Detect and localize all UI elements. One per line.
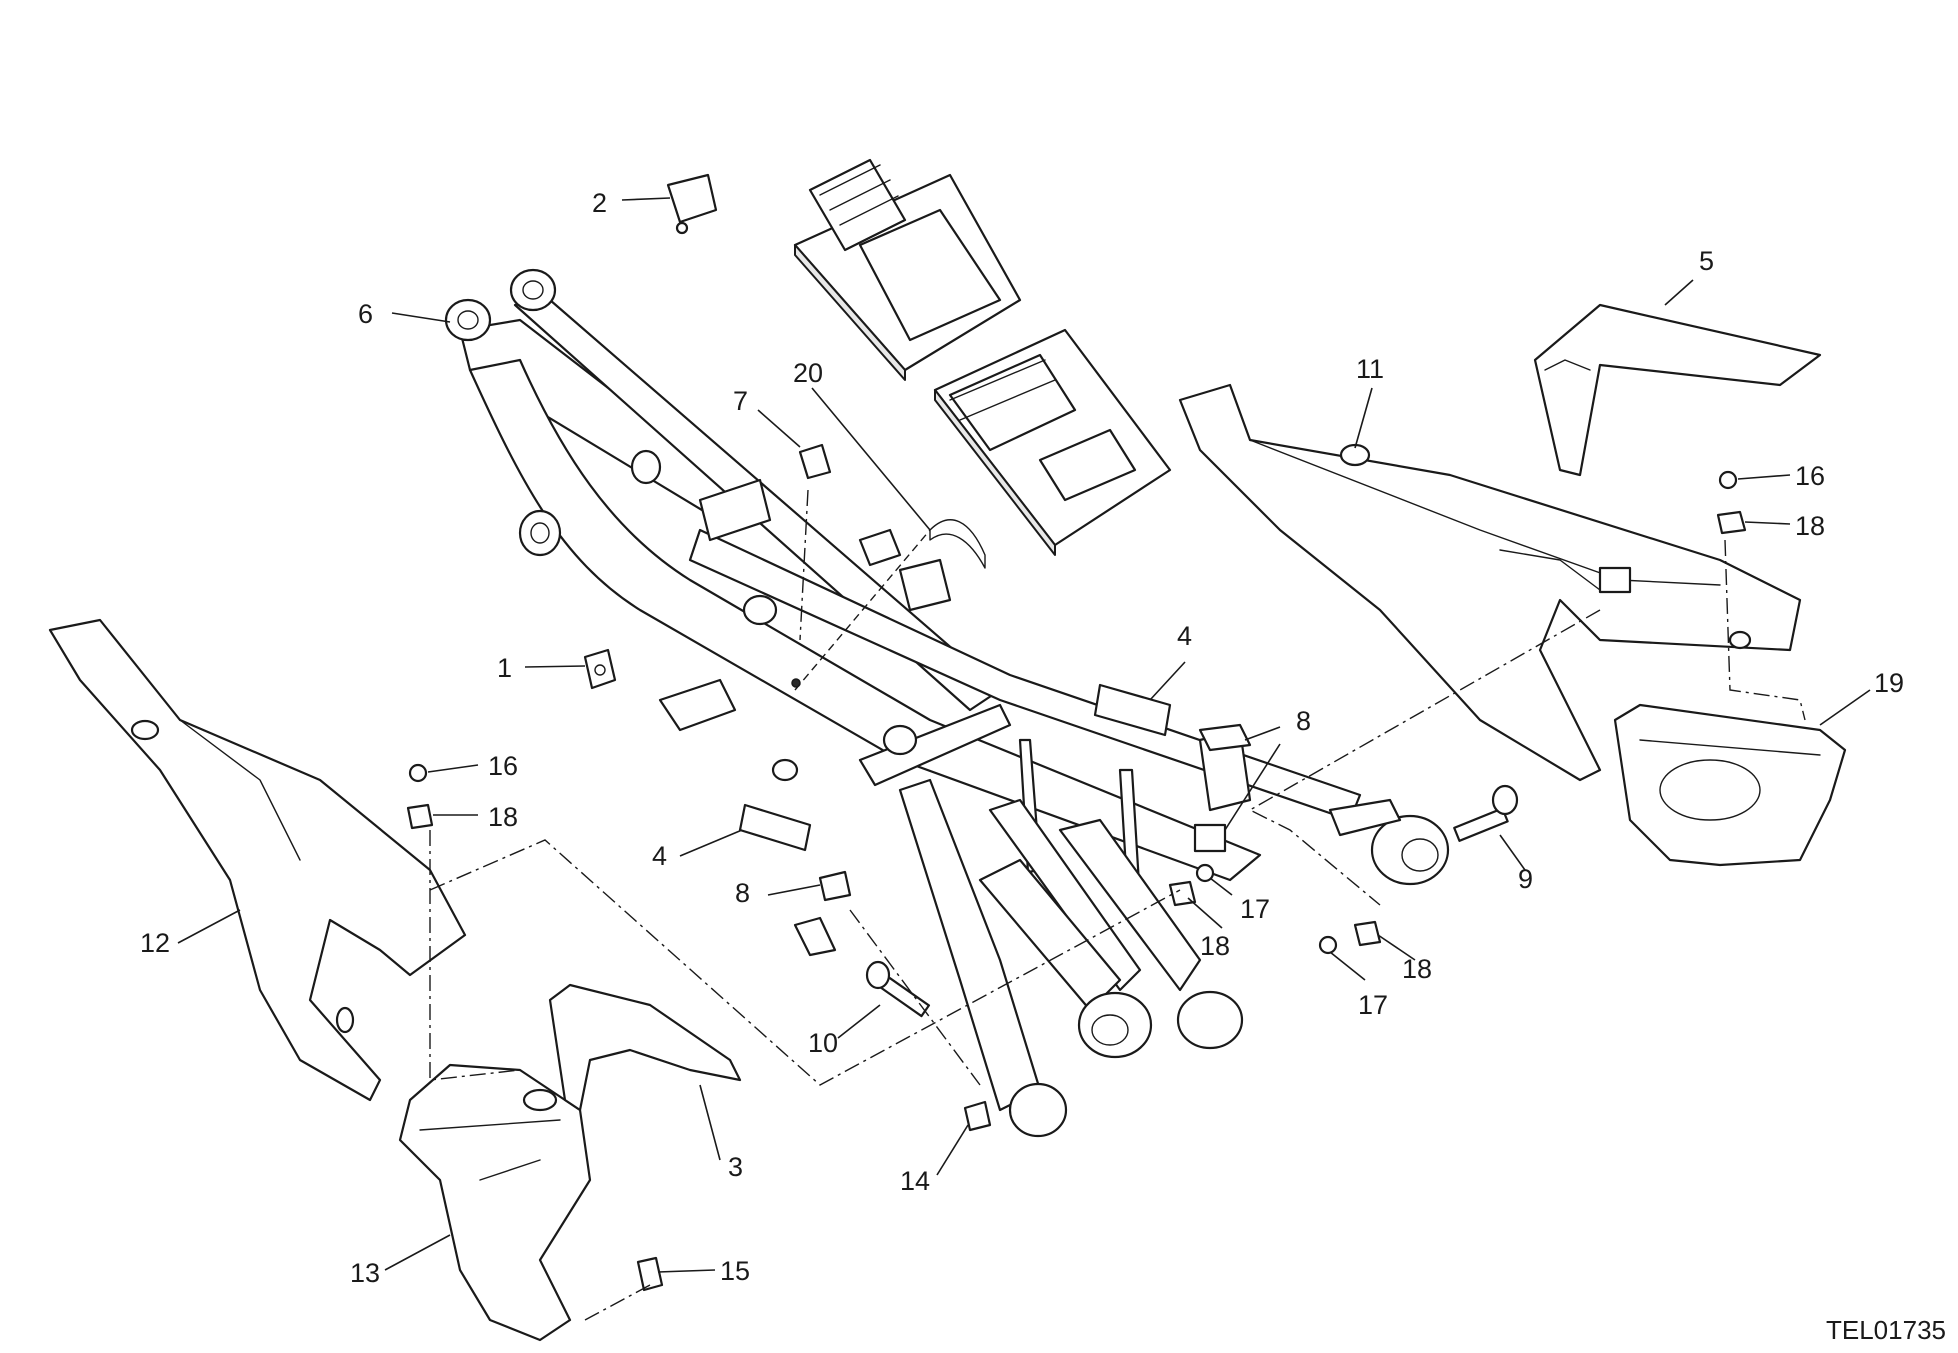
part-3-bracket — [548, 983, 742, 1112]
part-17-screw-lower — [1318, 935, 1338, 955]
callout-18-lower: 18 — [1402, 954, 1432, 984]
callout-1: 1 — [497, 653, 512, 683]
callout-16-right: 16 — [1795, 461, 1825, 491]
callout-2: 2 — [592, 188, 607, 218]
callout-11: 11 — [1356, 354, 1384, 384]
callout-15: 15 — [720, 1256, 750, 1286]
drawing-reference-code: TEL01735 — [1826, 1315, 1946, 1345]
part-15-grommet — [636, 1256, 664, 1292]
part-14-grommet — [963, 1100, 992, 1132]
callout-5: 5 — [1699, 246, 1714, 276]
ecu-module-upper — [793, 158, 1022, 381]
part-7-clip — [798, 443, 832, 480]
rear-subframe — [444, 268, 1450, 1138]
part-2-cap — [666, 173, 718, 235]
callout-4-lower: 4 — [652, 841, 667, 871]
callout-7: 7 — [733, 386, 748, 416]
callout-9: 9 — [1518, 864, 1533, 894]
callout-8-upper: 8 — [1296, 706, 1311, 736]
assembly-guide-lines — [429, 489, 1806, 1321]
ecu-module-lower — [933, 328, 1172, 556]
callout-20: 20 — [793, 358, 823, 388]
callout-14: 14 — [900, 1166, 930, 1196]
part-16-screw-left — [408, 763, 428, 783]
callout-17-lower: 17 — [1358, 990, 1388, 1020]
callout-labels: 2 6 1 7 20 4 5 11 8 4 8 9 10 12 13 3 14 … — [140, 188, 1904, 1288]
part-18-clip-left — [406, 803, 434, 830]
part-8-rubber-lower — [793, 870, 852, 957]
part-16-screw-right — [1718, 470, 1738, 490]
part-9-bolt — [1453, 784, 1519, 842]
part-4-label-upper — [1093, 683, 1172, 737]
part-12-left-panel — [48, 618, 467, 1102]
callout-12: 12 — [140, 928, 170, 958]
part-13-lower-cover — [398, 1063, 592, 1342]
callout-leaders — [177, 197, 1871, 1273]
part-11-side-panel — [1178, 383, 1802, 782]
part-18-clip-lower — [1353, 920, 1382, 947]
callout-10: 10 — [808, 1028, 838, 1058]
callout-13: 13 — [350, 1258, 380, 1288]
callout-19: 19 — [1874, 668, 1904, 698]
part-17-screw-upper — [1195, 863, 1215, 883]
part-8-rubber-upper — [1193, 723, 1252, 853]
callout-3: 3 — [728, 1152, 743, 1182]
part-1-nut — [583, 648, 617, 690]
part-19-rear-housing — [1613, 703, 1847, 867]
part-18-clip-right — [1716, 510, 1747, 535]
callout-18-left: 18 — [488, 802, 518, 832]
callout-17-upper: 17 — [1240, 894, 1270, 924]
callout-18-right: 18 — [1795, 511, 1825, 541]
callout-4-upper: 4 — [1177, 621, 1192, 651]
callout-16-left: 16 — [488, 751, 518, 781]
part-20-cable-tie — [929, 519, 986, 569]
callout-6: 6 — [358, 299, 373, 329]
part-4-label-lower — [738, 803, 812, 852]
part-5-tail-trim — [1533, 303, 1822, 477]
callout-8-lower: 8 — [735, 878, 750, 908]
callout-18-middle: 18 — [1200, 931, 1230, 961]
